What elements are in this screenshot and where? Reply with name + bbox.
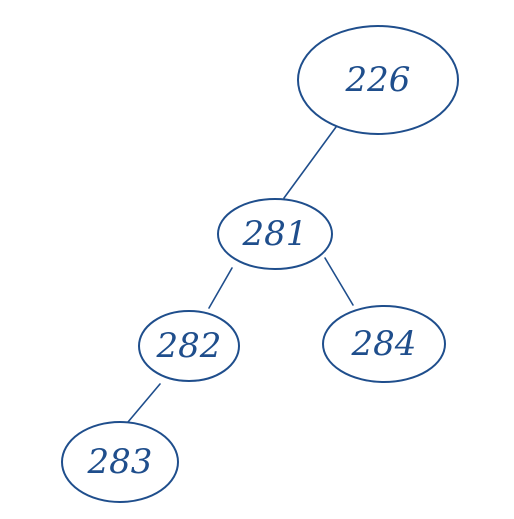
edge-281-284 <box>324 257 354 306</box>
edge-226-281 <box>283 126 337 199</box>
edge-281-282 <box>208 267 233 309</box>
node-label: 284 <box>351 324 417 364</box>
node-284: 284 <box>322 305 446 383</box>
edges-layer <box>127 126 354 423</box>
node-ellipse <box>138 310 240 382</box>
node-283: 283 <box>61 421 179 503</box>
node-ellipse <box>322 305 446 383</box>
nodes-layer: 226 281 282 284 283 <box>61 25 459 503</box>
node-label: 283 <box>87 442 153 482</box>
node-label: 281 <box>242 214 308 254</box>
node-ellipse <box>217 198 333 270</box>
edge-282-283 <box>127 383 161 423</box>
node-281: 281 <box>217 198 333 270</box>
node-ellipse <box>297 25 459 135</box>
node-label: 226 <box>345 60 411 100</box>
node-label: 282 <box>156 326 222 366</box>
node-282: 282 <box>138 310 240 382</box>
node-ellipse <box>61 421 179 503</box>
node-226: 226 <box>297 25 459 135</box>
